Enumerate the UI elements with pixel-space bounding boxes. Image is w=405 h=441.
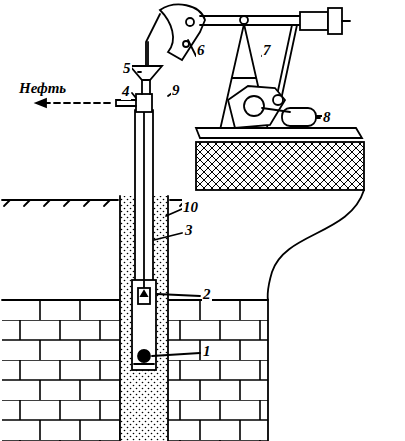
callout-number: 8 [322, 109, 332, 126]
callout-number: 5 [122, 60, 132, 77]
callout-number: 1 [202, 343, 212, 360]
callout-number: 10 [182, 199, 199, 216]
callout-number: 9 [171, 82, 181, 99]
callout-number: 4 [121, 83, 131, 100]
callout-number: 3 [184, 222, 194, 239]
callout-number: 7 [262, 42, 272, 59]
callout-number: Нефть [18, 80, 67, 97]
callout-number: 2 [202, 286, 212, 303]
callout-number: 6 [196, 42, 206, 59]
